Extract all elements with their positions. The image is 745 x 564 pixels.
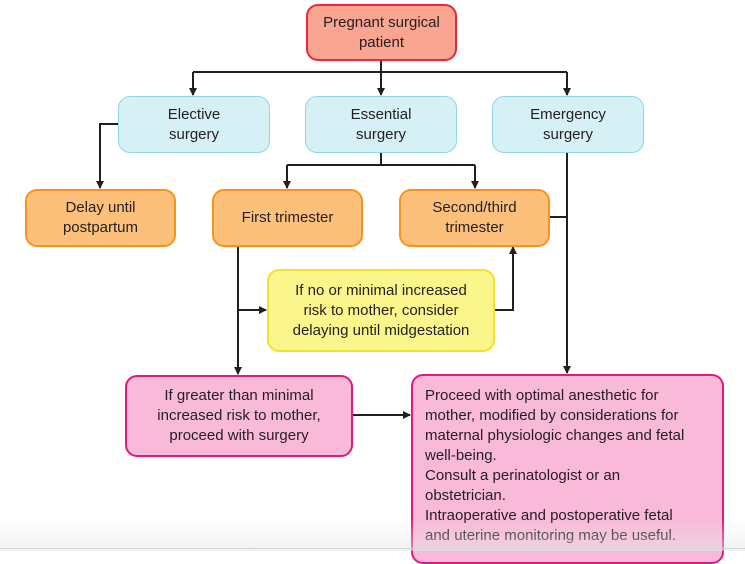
node-second-third-trimester: Second/third trimester bbox=[399, 189, 550, 247]
node-pregnant-surgical-patient: Pregnant surgical patient bbox=[306, 4, 457, 61]
node-greater-risk-proceed: If greater than minimal increased risk t… bbox=[125, 375, 353, 457]
node-elective-surgery: Elective surgery bbox=[118, 96, 270, 153]
edge-essential-bus bbox=[287, 152, 475, 166]
node-label: Pregnant surgical patient bbox=[323, 13, 440, 51]
node-label: If greater than minimal increased risk t… bbox=[157, 387, 321, 444]
node-essential-surgery: Essential surgery bbox=[305, 96, 457, 153]
bottom-divider bbox=[0, 548, 745, 549]
node-label: Second/third trimester bbox=[432, 199, 517, 236]
node-proceed-optimal-anesthetic: Proceed with optimal anesthetic for moth… bbox=[411, 374, 724, 564]
node-emergency-surgery: Emergency surgery bbox=[492, 96, 644, 153]
node-label: If no or minimal increased risk to mothe… bbox=[292, 281, 470, 339]
connector-lines bbox=[96, 60, 571, 419]
edge-elective-delay bbox=[96, 123, 118, 189]
node-label: Proceed with optimal anesthetic for moth… bbox=[425, 387, 685, 544]
node-label: Delay until postpartum bbox=[62, 199, 139, 236]
node-label: Elective surgery bbox=[167, 105, 221, 143]
node-label: Essential surgery bbox=[350, 105, 412, 143]
node-label: First trimester bbox=[241, 209, 334, 226]
node-label: Emergency surgery bbox=[530, 105, 606, 143]
edge-minimal-second bbox=[494, 246, 517, 311]
node-first-trimester: First trimester bbox=[212, 189, 363, 247]
node-minimal-risk-delay: If no or minimal increased risk to mothe… bbox=[267, 269, 495, 352]
node-delay-until-postpartum: Delay until postpartum bbox=[25, 189, 176, 247]
